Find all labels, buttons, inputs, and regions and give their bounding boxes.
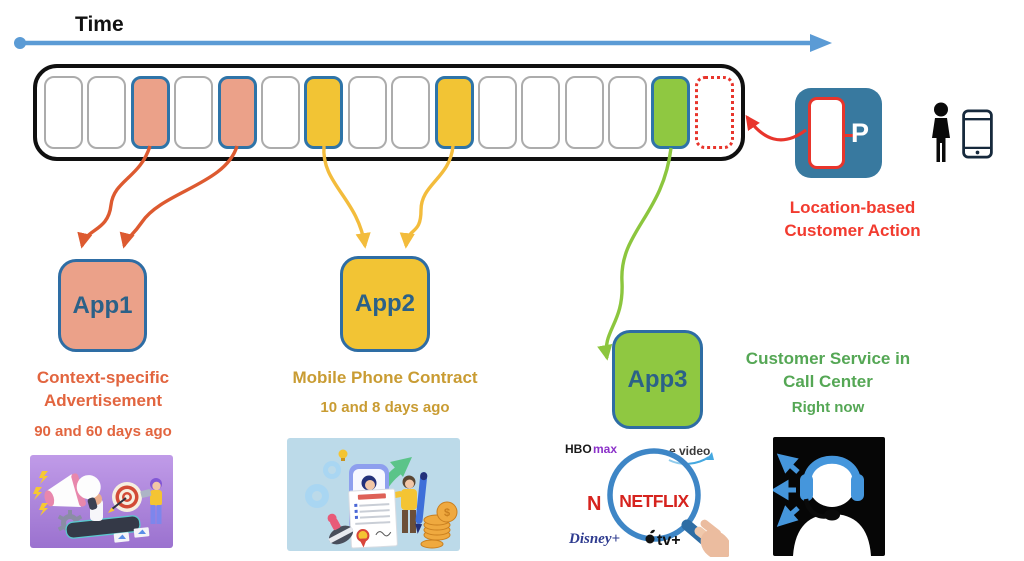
arrow-slot3-to-app1 xyxy=(77,145,152,249)
current-event-connector-line xyxy=(845,134,857,137)
timeline-slot-app1 xyxy=(130,76,170,149)
timeline-slot-empty xyxy=(174,76,214,149)
timeline-slot-empty xyxy=(44,76,83,149)
timeline-slot-empty xyxy=(564,76,604,149)
lightning-icon xyxy=(33,471,48,516)
photo-cards xyxy=(113,527,150,543)
disney-plus-logo: Disney+ xyxy=(568,531,620,547)
timeline-slot-empty xyxy=(608,76,648,149)
app2-caption: Mobile Phone Contract xyxy=(292,368,478,387)
stamp-icon xyxy=(327,513,354,545)
app3-label: App3 xyxy=(627,365,688,393)
arrow-slot15-to-app3 xyxy=(597,147,673,361)
gear-icon xyxy=(305,461,341,508)
netflix-n: N xyxy=(587,493,601,515)
app3-box: App3 xyxy=(612,330,703,429)
contract-paper xyxy=(348,488,398,549)
timeline-slot-app3 xyxy=(651,76,691,149)
person-icon xyxy=(932,102,950,162)
app3-caption: Customer Service in Call Center xyxy=(745,349,911,391)
prime-video-logo: e video xyxy=(669,444,710,458)
call-center-agent-icon xyxy=(773,437,885,556)
app1-box: App1 xyxy=(58,259,147,352)
timeline-slot-empty xyxy=(260,76,300,149)
app1-label: App1 xyxy=(72,291,133,319)
hbo-logo: HBO xyxy=(565,442,592,456)
person-with-laptop xyxy=(140,478,162,524)
app2-label: App2 xyxy=(355,290,415,317)
timeline-slot-app2 xyxy=(434,76,474,149)
timeline-slot-app1 xyxy=(217,76,257,149)
timeline-slot-empty xyxy=(391,76,431,149)
timeline-slot-app2 xyxy=(304,76,344,149)
lightbulb-icon xyxy=(338,449,348,459)
arrow-slot10-to-app2 xyxy=(399,145,455,249)
app2-time-note: 10 and 8 days ago xyxy=(320,399,450,416)
contract-illustration-image: $ xyxy=(287,438,460,551)
advertisement-illustration-image xyxy=(30,455,173,548)
app1-time-note: 90 and 60 days ago xyxy=(34,423,172,440)
app1-caption: Context-specific Advertisement xyxy=(36,368,170,410)
timeline-slot-empty xyxy=(521,76,561,149)
hand-holding-magnifier xyxy=(694,519,729,557)
megaphone-icon xyxy=(44,473,101,510)
hbo-max-logo: max xyxy=(593,442,617,456)
arrow-slot5-to-app1 xyxy=(119,145,239,249)
svg-text:$: $ xyxy=(444,507,450,519)
timeline-slot-empty xyxy=(477,76,517,149)
app2-box: App2 xyxy=(340,256,430,352)
timeline-slot-empty xyxy=(87,76,127,149)
target-icon xyxy=(108,482,142,513)
netflix-logo: NETFLIX xyxy=(619,491,689,511)
time-axis-arrow xyxy=(14,34,832,52)
time-axis-label: Time xyxy=(75,13,124,36)
apple-tv-logo: tv+ xyxy=(657,532,681,549)
current-event-slot xyxy=(808,97,845,169)
timeline-slot-current xyxy=(694,76,734,149)
arrow-slot7-to-app2 xyxy=(322,145,371,249)
streaming-services-image: HBO max e video N NETFLIX Disney+ tv+ xyxy=(557,432,729,557)
incoming-arrows xyxy=(773,453,800,527)
prime-smile-arrow xyxy=(668,456,710,465)
smartphone-icon xyxy=(962,109,993,159)
timeline-bar xyxy=(33,64,745,161)
apple-logo xyxy=(645,534,655,544)
pen-icon xyxy=(415,472,428,534)
coins-icon: $ xyxy=(420,501,458,549)
current-event-box: P xyxy=(795,88,882,178)
current-event-caption: Location-based Customer Action xyxy=(784,198,921,240)
timeline-slot-empty xyxy=(347,76,387,149)
current-event-label: P xyxy=(851,118,870,148)
app3-time-note: Right now xyxy=(791,399,865,416)
